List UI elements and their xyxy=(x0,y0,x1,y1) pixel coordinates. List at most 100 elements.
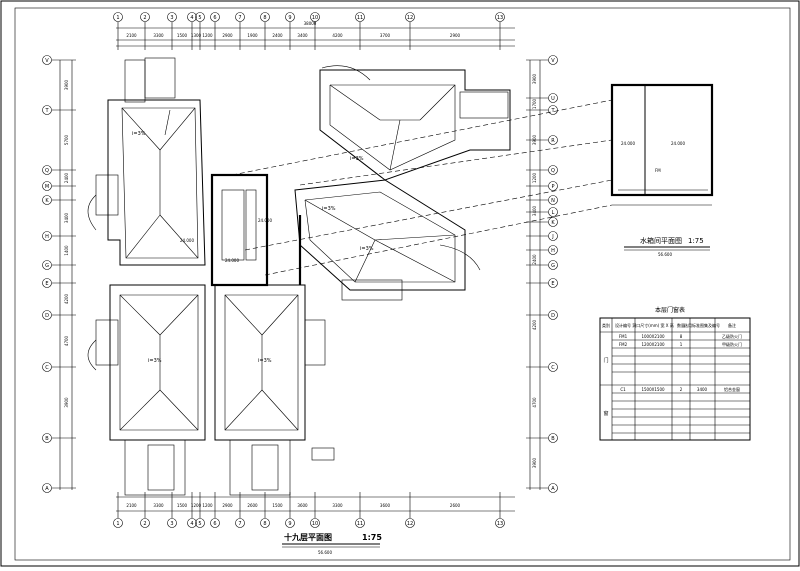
axis-bottom-12-label: 12 xyxy=(407,521,413,527)
table-header-qty: 数量 xyxy=(677,322,685,328)
row-fm1-code: FM1 xyxy=(619,334,628,339)
axis-left-M-label: M xyxy=(45,184,49,190)
main-scale: 1:75 xyxy=(362,533,382,542)
axis-bottom-13-label: 13 xyxy=(497,521,503,527)
left-dimension: 3900 xyxy=(64,397,69,408)
right-dimension: 2400 xyxy=(532,254,537,265)
stair-core xyxy=(210,173,302,287)
top-dimension: 3300 xyxy=(153,33,164,38)
bottom-dimension-chain xyxy=(116,496,515,512)
axis-left-A: A xyxy=(42,483,52,493)
axis-bottom-7-label: 7 xyxy=(238,521,241,527)
axis-left-G-label: G xyxy=(45,263,49,269)
axis-bottom-1: 1 xyxy=(113,518,123,528)
axis-top-3-label: 3 xyxy=(170,15,173,21)
axis-right-H-label: H xyxy=(551,248,555,254)
level-label: 24.000 xyxy=(180,238,194,243)
axis-bottom-6: 6 xyxy=(210,518,220,528)
axis-left-T: T xyxy=(42,105,52,115)
top-dimension: 3700 xyxy=(380,33,391,38)
tank-level-1: 24.000 xyxy=(621,141,635,146)
axis-right-U: U xyxy=(548,93,558,103)
roof-lower-right xyxy=(214,284,306,441)
tank-room-plan: 24.000 24.000 FM 水箱间平面图 1:75 56.600 xyxy=(610,83,714,257)
axis-right-C: C xyxy=(548,362,558,372)
axis-left-C-label: C xyxy=(45,365,49,371)
axis-top-5: 5 xyxy=(195,12,205,22)
axis-top-13: 13 xyxy=(495,12,505,22)
right-dimension: 1700 xyxy=(532,98,537,109)
left-dimension: 4700 xyxy=(64,335,69,346)
axis-top-1-label: 1 xyxy=(116,15,119,21)
top-dimension: 2100 xyxy=(126,33,137,38)
axis-left-Q: Q xyxy=(42,165,52,175)
axis-right-C-label: C xyxy=(551,365,555,371)
right-dimension: 3900 xyxy=(532,457,537,468)
slope-label: i=3% xyxy=(258,358,272,364)
row-c1-standard: 3400 xyxy=(697,387,708,392)
axis-right-B: B xyxy=(548,433,558,443)
axis-top-4-label: 4 xyxy=(190,15,193,21)
bottom-dimension: 3600 xyxy=(380,503,391,508)
left-dimension: 4200 xyxy=(64,293,69,304)
axis-bottom-2: 2 xyxy=(140,518,150,528)
axis-right-V: V xyxy=(548,55,558,65)
axis-top-3: 3 xyxy=(167,12,177,22)
axis-right-D-label: D xyxy=(551,313,555,319)
row-fm1-qty: 8 xyxy=(680,334,683,339)
axis-right-Q-label: Q xyxy=(551,168,555,174)
bottom-dimension: 1500 xyxy=(177,503,188,508)
stair-bottom-right xyxy=(251,444,279,491)
axis-top-2: 2 xyxy=(140,12,150,22)
axis-right-D: D xyxy=(548,310,558,320)
axis-right-K-label: K xyxy=(551,220,555,226)
axis-top-11-label: 11 xyxy=(357,15,363,21)
axis-top-10: 10 xyxy=(310,12,320,22)
axis-right-T-label: T xyxy=(550,108,555,114)
axis-left-A-label: A xyxy=(45,486,49,492)
axis-bottom-5-label: 5 xyxy=(198,521,201,527)
bottom-dimension: 3300 xyxy=(153,503,164,508)
axis-left-M: M xyxy=(42,181,52,191)
axis-bottom-10: 10 xyxy=(310,518,320,528)
left-dimension: 2400 xyxy=(64,172,69,183)
row-fm2-qty: 1 xyxy=(680,342,683,347)
axis-right-N-label: N xyxy=(551,198,555,204)
axis-right-N: N xyxy=(548,195,558,205)
bottom-dimension: 2900 xyxy=(222,503,233,508)
axis-bottom-4-label: 4 xyxy=(190,521,193,527)
top-dimension: 2900 xyxy=(222,33,233,38)
top-dimension: 1900 xyxy=(247,33,258,38)
axis-bottom-8-label: 8 xyxy=(263,521,266,527)
level-label: 24.000 xyxy=(225,258,239,263)
right-dimension: 3900 xyxy=(532,134,537,145)
axis-right-A-label: A xyxy=(551,486,555,492)
axis-top-4: 4 xyxy=(187,12,197,22)
axis-left-K-label: K xyxy=(45,198,49,204)
bottom-dimension: 1200 xyxy=(191,503,202,508)
axis-bottom-9: 9 xyxy=(285,518,295,528)
axis-right-G-label: G xyxy=(551,263,555,269)
top-total-dimension: 38000 xyxy=(304,21,317,26)
bottom-dimension: 3600 xyxy=(297,503,308,508)
balcony-left-1 xyxy=(95,174,119,216)
axis-top-7: 7 xyxy=(235,12,245,22)
axis-left-E-label: E xyxy=(45,281,48,287)
table-header-category: 类别 xyxy=(602,322,610,328)
sheet-border-inner xyxy=(14,7,791,561)
axis-right-E-label: E xyxy=(551,281,554,287)
axis-bottom-12: 12 xyxy=(405,518,415,528)
axis-top-8: 8 xyxy=(260,12,270,22)
slope-label: i=3% xyxy=(322,206,336,212)
axis-right-A: A xyxy=(548,483,558,493)
level-label: 24.000 xyxy=(258,218,272,223)
axis-bottom-3-label: 3 xyxy=(170,521,173,527)
axis-left-K: K xyxy=(42,195,52,205)
floor-plan: i=3% i=3% i=3% i=3% i=3% i=3% 24.000 24.… xyxy=(87,57,613,496)
right-dimension: 3900 xyxy=(532,73,537,84)
axis-bottom-2-label: 2 xyxy=(143,521,146,527)
